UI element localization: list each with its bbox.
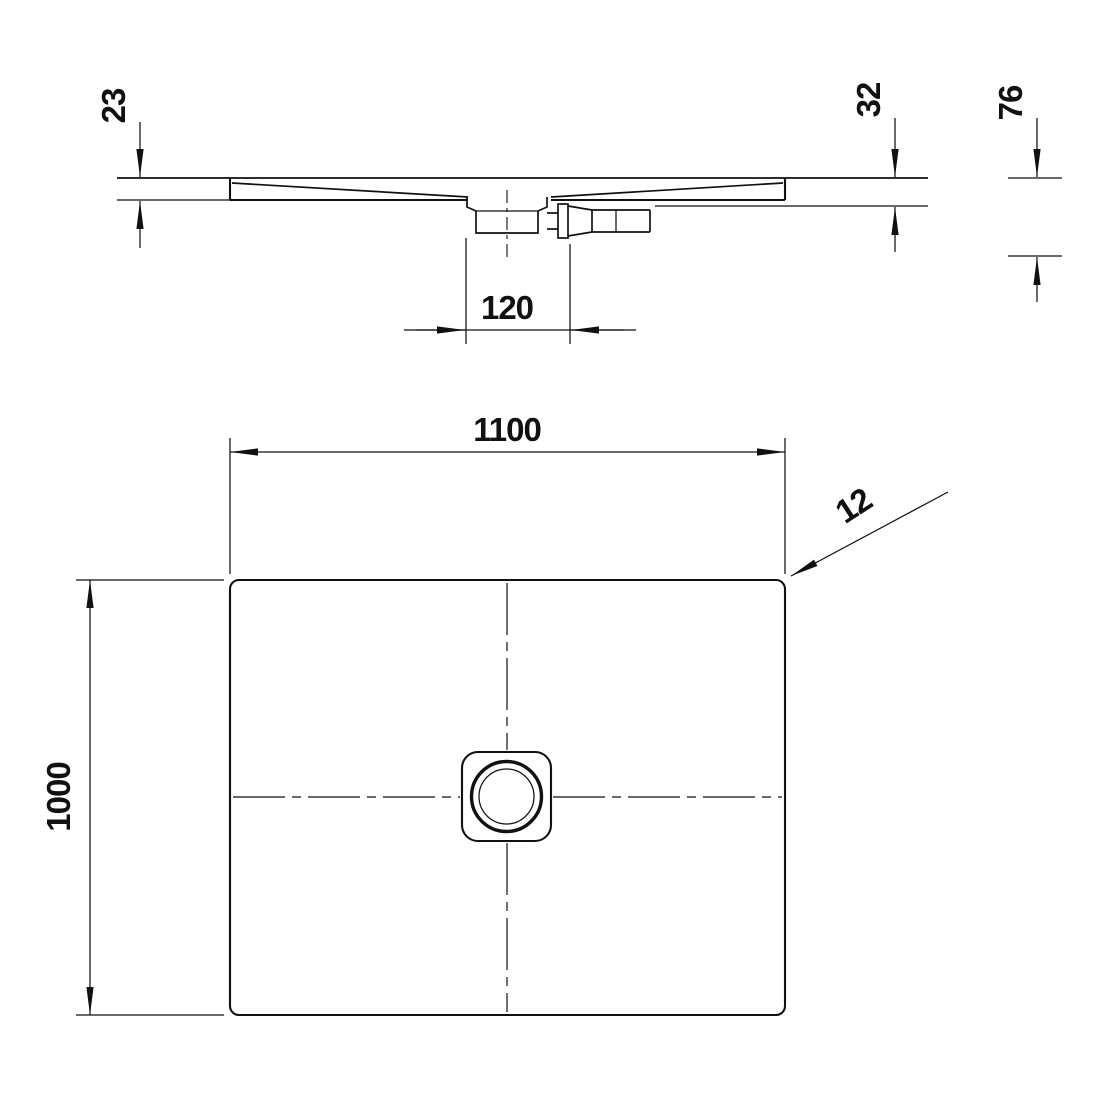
section-view: 23 32 76 120 [95, 82, 1062, 344]
waste-pipe-taper [567, 205, 593, 211]
dim-label-depth: 1000 [40, 762, 77, 831]
dim-label-edge-height: 23 [95, 88, 132, 123]
waste-pipe-flange [557, 203, 569, 239]
drain-cover-square [460, 750, 553, 843]
dim-label-corner-detail: 12 [829, 480, 879, 530]
dim-label-width: 1100 [473, 411, 541, 448]
corner-radius-callout: 12 [790, 480, 949, 577]
tray-plan-outline [228, 578, 787, 1017]
drain-inner-circle [478, 768, 535, 825]
leader-line [790, 491, 949, 577]
dimension-total-height: 76 [992, 85, 1062, 302]
dim-label-total-height: 76 [992, 85, 1029, 120]
tray-section-profile [117, 177, 928, 207]
dim-label-drain-width: 120 [481, 289, 533, 326]
dim-label-base-height: 32 [850, 82, 887, 117]
waste-pipe-taper [567, 231, 593, 237]
drain-plan [460, 750, 553, 843]
dimension-base-height: 32 [850, 82, 899, 252]
dimension-depth: 1000 [40, 579, 224, 1016]
dimension-edge-height: 23 [95, 88, 144, 248]
tray-slope-right-line [550, 182, 784, 198]
dimension-width: 1100 [229, 411, 786, 574]
plan-view: 1100 1000 12 [40, 411, 949, 1017]
drain-outer-circle [469, 759, 544, 834]
drain-section [466, 190, 651, 258]
dimension-drain-width: 120 [404, 238, 636, 344]
drain-bell-outline [466, 197, 548, 234]
tray-slope-left-line [231, 182, 469, 198]
